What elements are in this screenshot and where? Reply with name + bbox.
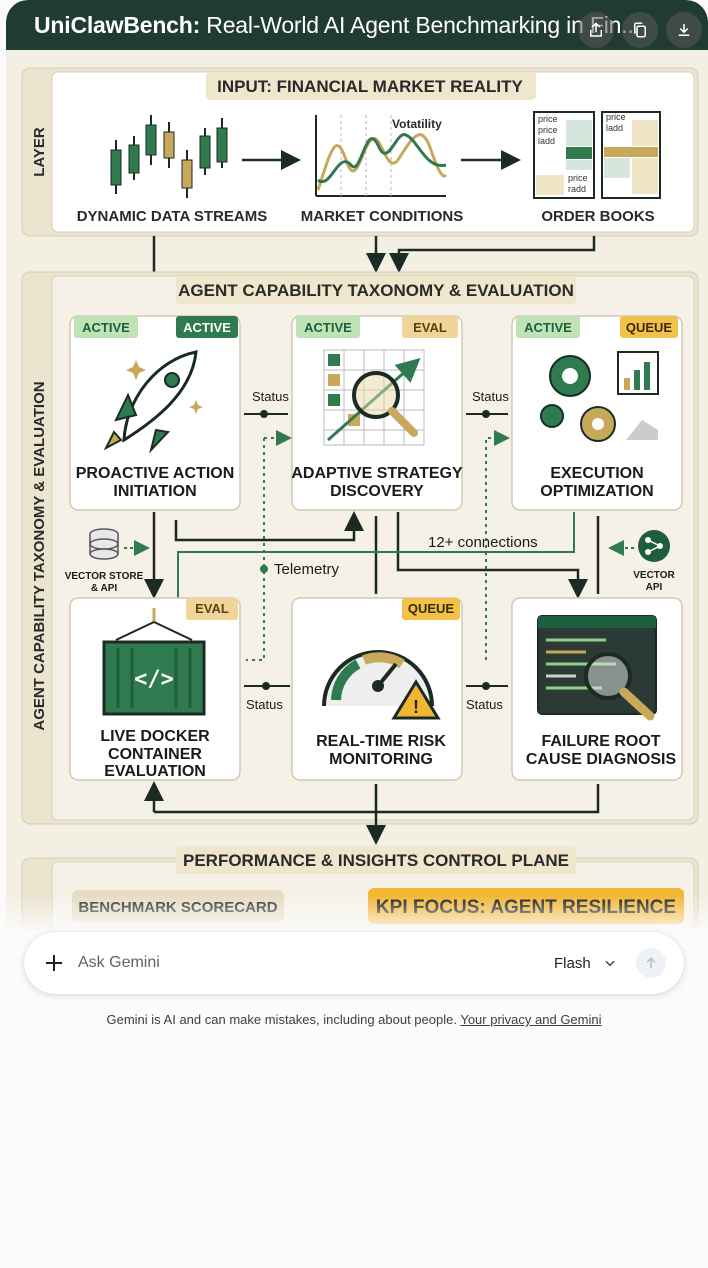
download-icon [678,24,690,36]
title-bold: UniClawBench: [34,12,201,38]
benchmark-scorecard-label: BENCHMARK SCORECARD [78,899,277,916]
card-title: FAILURE ROOT [541,733,660,750]
card-title: MONITORING [329,751,433,768]
order-book-label: price [568,173,588,183]
side-label-taxonomy: AGENT CAPABILITY TAXONOMY & EVALUATION [31,381,48,730]
status-badge: QUEUE [408,601,455,616]
model-label: Flash [554,954,591,972]
status-badge: ACTIVE [304,320,352,335]
plus-icon[interactable] [42,951,66,975]
card-title: LIVE DOCKER [100,728,210,745]
order-book-label: ladd [538,136,555,146]
card-live-docker: EVAL </> LIVE DOCKER CONTAINER EVALUATIO… [69,597,241,781]
volatility-label: Votatility [392,117,442,131]
performance-header: PERFORMANCE & INSIGHTS CONTROL PLANE [183,851,569,870]
status-badge: QUEUE [626,320,673,335]
privacy-link[interactable]: Your privacy and Gemini [460,1012,602,1027]
rocket-icon [103,350,203,454]
arrow-up-icon [646,957,656,969]
status-badge: ACTIVE [183,320,231,335]
status-badge: EVAL [413,320,447,335]
infographic-title: UniClawBench: Real-World AI Agent Benchm… [34,12,640,39]
card-failure-diagnosis: FAILURE ROOT CAUSE DIAGNOSIS [511,597,683,781]
status-label: Status [466,697,503,712]
model-selector[interactable]: Flash [554,951,617,975]
send-button[interactable] [636,948,666,978]
gears-chart-icon [540,351,659,442]
order-book-label: price [538,125,558,135]
card-title: CAUSE DIAGNOSIS [526,751,677,768]
card-title: CONTAINER [108,746,202,763]
status-label: Status [252,389,289,404]
status-label: Status [246,697,283,712]
order-book-icon: price price ladd price radd price ladd [533,111,661,199]
magnifier-grid-icon [323,349,425,446]
card-adaptive-strategy: ACTIVE EVAL ADAPTIVE STRATEGY DISCOVERY [291,315,463,511]
status-badge: ACTIVE [82,320,130,335]
vector-store-label: VECTOR STORE [65,571,144,582]
card-risk-monitoring: QUEUE ! REAL-TIME RISK MONITORING [291,597,463,781]
card-title: EXECUTION [550,465,643,482]
order-book-label: radd [568,184,586,194]
input-item-dynamic-data: DYNAMIC DATA STREAMS [77,208,268,225]
download-button[interactable] [666,12,702,48]
database-icon [89,528,119,560]
chevron-down-icon [605,960,615,967]
card-title: ADAPTIVE STRATEGY [291,465,463,482]
gauge-warning-icon: ! [322,650,441,720]
market-conditions-chart-icon: Votatility [315,115,448,197]
input-item-order-books: ORDER BOOKS [541,208,654,225]
prompt-composer: Flash [24,932,684,994]
order-book-label: price [606,112,626,122]
side-label-layer: LAYER [31,127,48,177]
disclaimer: Gemini is AI and can make mistakes, incl… [0,1012,708,1027]
card-title: EVALUATION [104,763,206,780]
card-title: OPTIMIZATION [540,483,653,500]
telemetry-label: Telemetry [274,561,340,578]
share-button[interactable] [578,12,614,48]
card-title: DISCOVERY [330,483,424,500]
vector-api-label: API [646,582,663,593]
status-badge: EVAL [195,601,229,616]
status-badge: ACTIVE [524,320,572,335]
card-proactive-action: ACTIVE ACTIVE PROACTIVE ACTION INITIATIO… [69,315,241,511]
svg-text:</>: </> [134,667,174,692]
card-execution-optimization: ACTIVE QUEUE EXECUTION OPTIMIZATION [511,315,683,511]
taxonomy-header: AGENT CAPABILITY TAXONOMY & EVALUATION [178,281,574,300]
connections-label: 12+ connections [428,534,538,551]
status-label: Status [472,389,509,404]
terminal-magnifier-icon [537,615,657,721]
card-title: PROACTIVE ACTION [76,465,235,482]
title-rest: Real-World AI Agent Benchmarking in Fin.… [200,12,640,38]
docker-container-icon: </> [102,608,206,716]
order-book-label: price [538,114,558,124]
disclaimer-text: Gemini is AI and can make mistakes, incl… [106,1012,461,1027]
share-icon [590,22,602,37]
infographic: LAYER INPUT: FINANCIAL MARKET REALITY Vo… [6,0,708,930]
card-title: REAL-TIME RISK [316,733,446,750]
vector-api-label: VECTOR [633,570,675,581]
vector-store-label: & API [91,583,118,594]
copy-button[interactable] [622,12,658,48]
svg-text:!: ! [413,697,419,717]
candlestick-icon [110,115,228,198]
vector-api-icon [638,530,670,562]
kpi-focus-label: KPI FOCUS: AGENT RESILIENCE [376,897,676,918]
copy-icon [634,22,646,38]
input-header: INPUT: FINANCIAL MARKET REALITY [217,77,523,96]
order-book-label: ladd [606,123,623,133]
image-viewer: LAYER INPUT: FINANCIAL MARKET REALITY Vo… [6,0,708,930]
ask-gemini-input[interactable] [78,950,478,976]
card-title: INITIATION [113,483,196,500]
input-item-market-conditions: MARKET CONDITIONS [301,208,464,225]
